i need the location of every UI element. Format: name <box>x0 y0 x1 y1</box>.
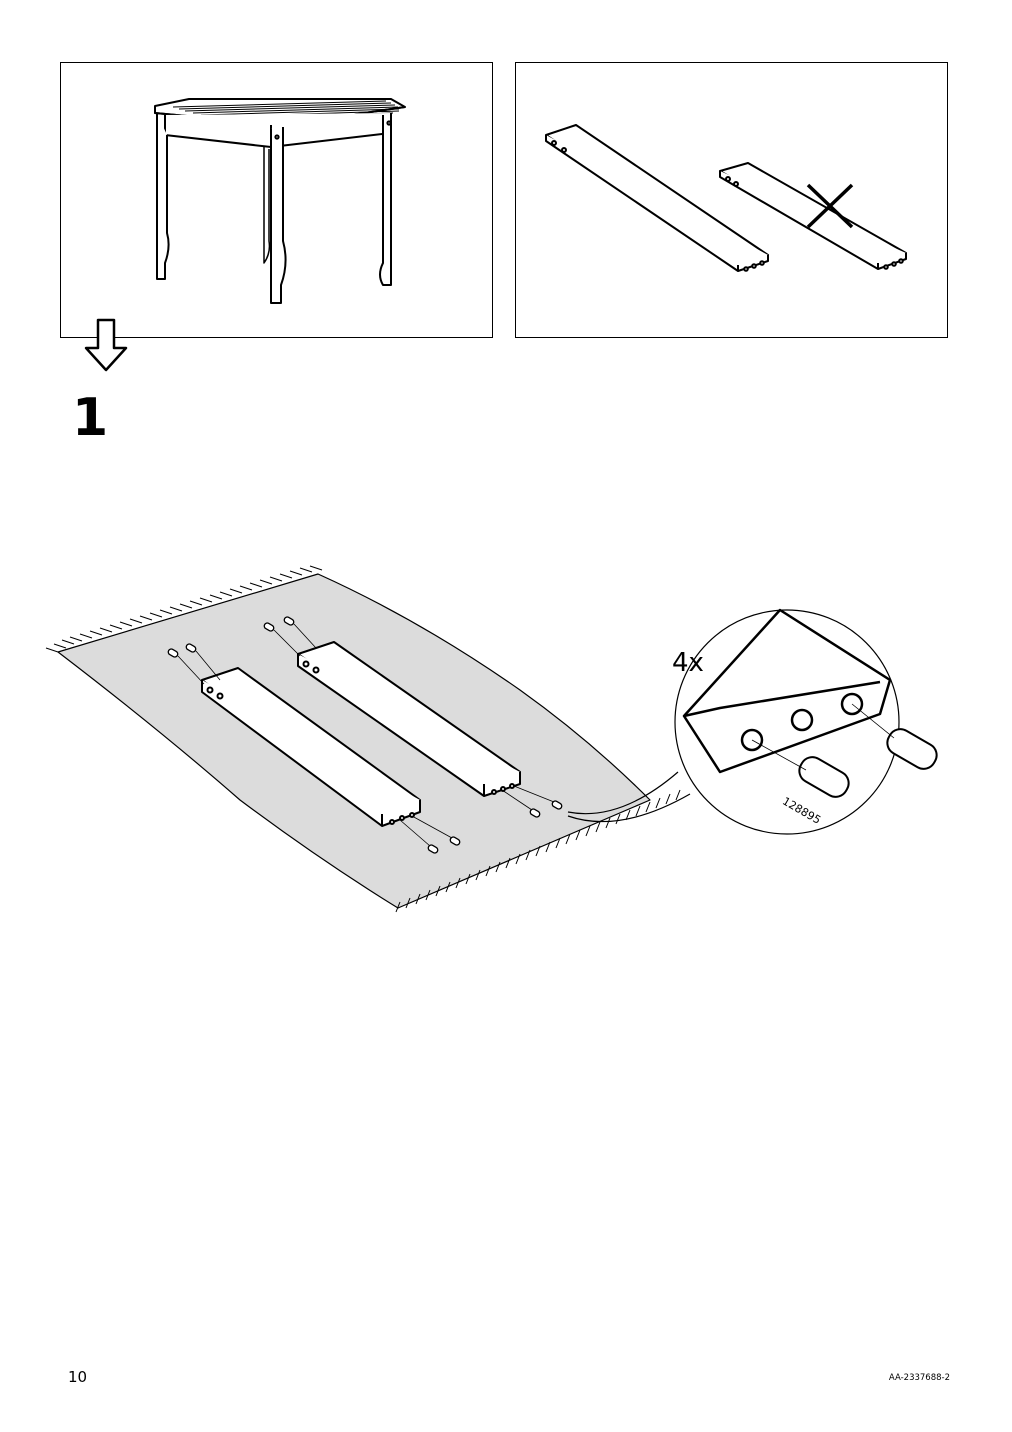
board-long-correct <box>545 124 769 272</box>
board-front <box>201 667 421 827</box>
quantity-label: 4x <box>672 648 704 678</box>
next-step-arrow-icon <box>84 318 128 372</box>
cross-mark-icon <box>806 183 854 229</box>
board-back <box>297 641 521 797</box>
dowels <box>167 616 563 854</box>
zoom-board-end <box>682 608 892 774</box>
step-illustration: 128895 <box>45 565 938 913</box>
step-number: 1 <box>72 388 109 448</box>
rug <box>57 573 651 909</box>
page-number: 10 <box>68 1368 88 1386</box>
overview-panel-table <box>60 62 493 338</box>
overview-panel-boards <box>515 62 948 338</box>
boards-illustration <box>545 124 907 272</box>
zoom-dowels <box>798 728 938 798</box>
rug-fringes <box>45 565 681 913</box>
table-illustration <box>154 98 406 304</box>
document-code: AA-2337688-2 <box>888 1373 950 1383</box>
